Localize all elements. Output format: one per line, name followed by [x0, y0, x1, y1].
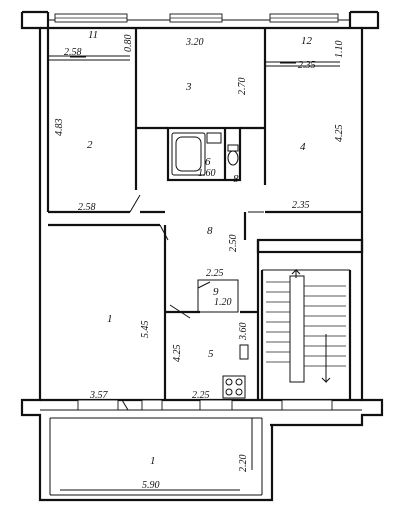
room-8-wc-label: 8 — [233, 173, 239, 185]
dimension-labels: 2.58 0.80 3.20 2.70 2.35 1.10 4.83 4.25 … — [54, 35, 345, 492]
dim-2-50: 2.50 — [228, 235, 239, 253]
balconies — [46, 28, 340, 212]
room-labels: 11 12 3 2 4 6 8 8 1 9 5 1 — [87, 29, 313, 467]
dim-5-45: 5.45 — [140, 321, 151, 339]
bathroom-block — [166, 126, 242, 182]
sink — [206, 132, 222, 144]
dim-0-80: 0.80 — [123, 35, 134, 53]
room-1-label: 1 — [107, 313, 113, 325]
room-3-label: 3 — [185, 81, 192, 93]
pantry — [197, 279, 239, 313]
room-6-label: 6 — [205, 156, 211, 168]
dim-3-57: 3.57 — [89, 390, 109, 401]
dim-1-20: 1.20 — [214, 297, 232, 308]
dim-2-20: 2.20 — [238, 455, 249, 473]
dim-2-58-top: 2.58 — [64, 47, 82, 58]
dim-2-58-bottom: 2.58 — [78, 202, 96, 213]
room-2-label: 2 — [87, 139, 93, 151]
partitions — [40, 28, 362, 411]
bottom-windows — [77, 399, 333, 411]
dim-3-20: 3.20 — [185, 37, 204, 48]
dim-2-35-bottom: 2.35 — [292, 200, 310, 211]
dim-1-60: 1.60 — [198, 168, 216, 179]
dim-2-35-top: 2.35 — [298, 60, 316, 71]
room-12-label: 12 — [301, 35, 313, 47]
toilet — [227, 150, 239, 166]
dim-5-90: 5.90 — [142, 480, 160, 491]
dim-4-25-kitchen: 4.25 — [172, 345, 183, 363]
room-8-hall-label: 8 — [207, 225, 213, 237]
dim-3-60: 3.60 — [238, 323, 249, 342]
stairwell — [256, 238, 364, 400]
dim-2-70: 2.70 — [237, 78, 248, 96]
dim-4-25-right: 4.25 — [334, 125, 345, 143]
dim-2-25-pantry: 2.25 — [206, 268, 224, 279]
bathroom-outline — [166, 126, 242, 182]
room-5-label: 5 — [208, 348, 214, 360]
dim-2-25-kitchen: 2.25 — [192, 390, 210, 401]
room-11-label: 11 — [88, 29, 98, 41]
bottom-loggia — [49, 417, 263, 496]
outer-walls — [20, 10, 384, 502]
dim-4-83: 4.83 — [54, 119, 65, 137]
loggia-1-label: 1 — [150, 455, 156, 467]
dim-1-10: 1.10 — [334, 41, 345, 59]
room-9-label: 9 — [213, 286, 219, 298]
bathtub — [171, 132, 206, 176]
room-4-label: 4 — [300, 141, 306, 153]
stove — [222, 344, 249, 399]
top-facade — [40, 13, 362, 30]
